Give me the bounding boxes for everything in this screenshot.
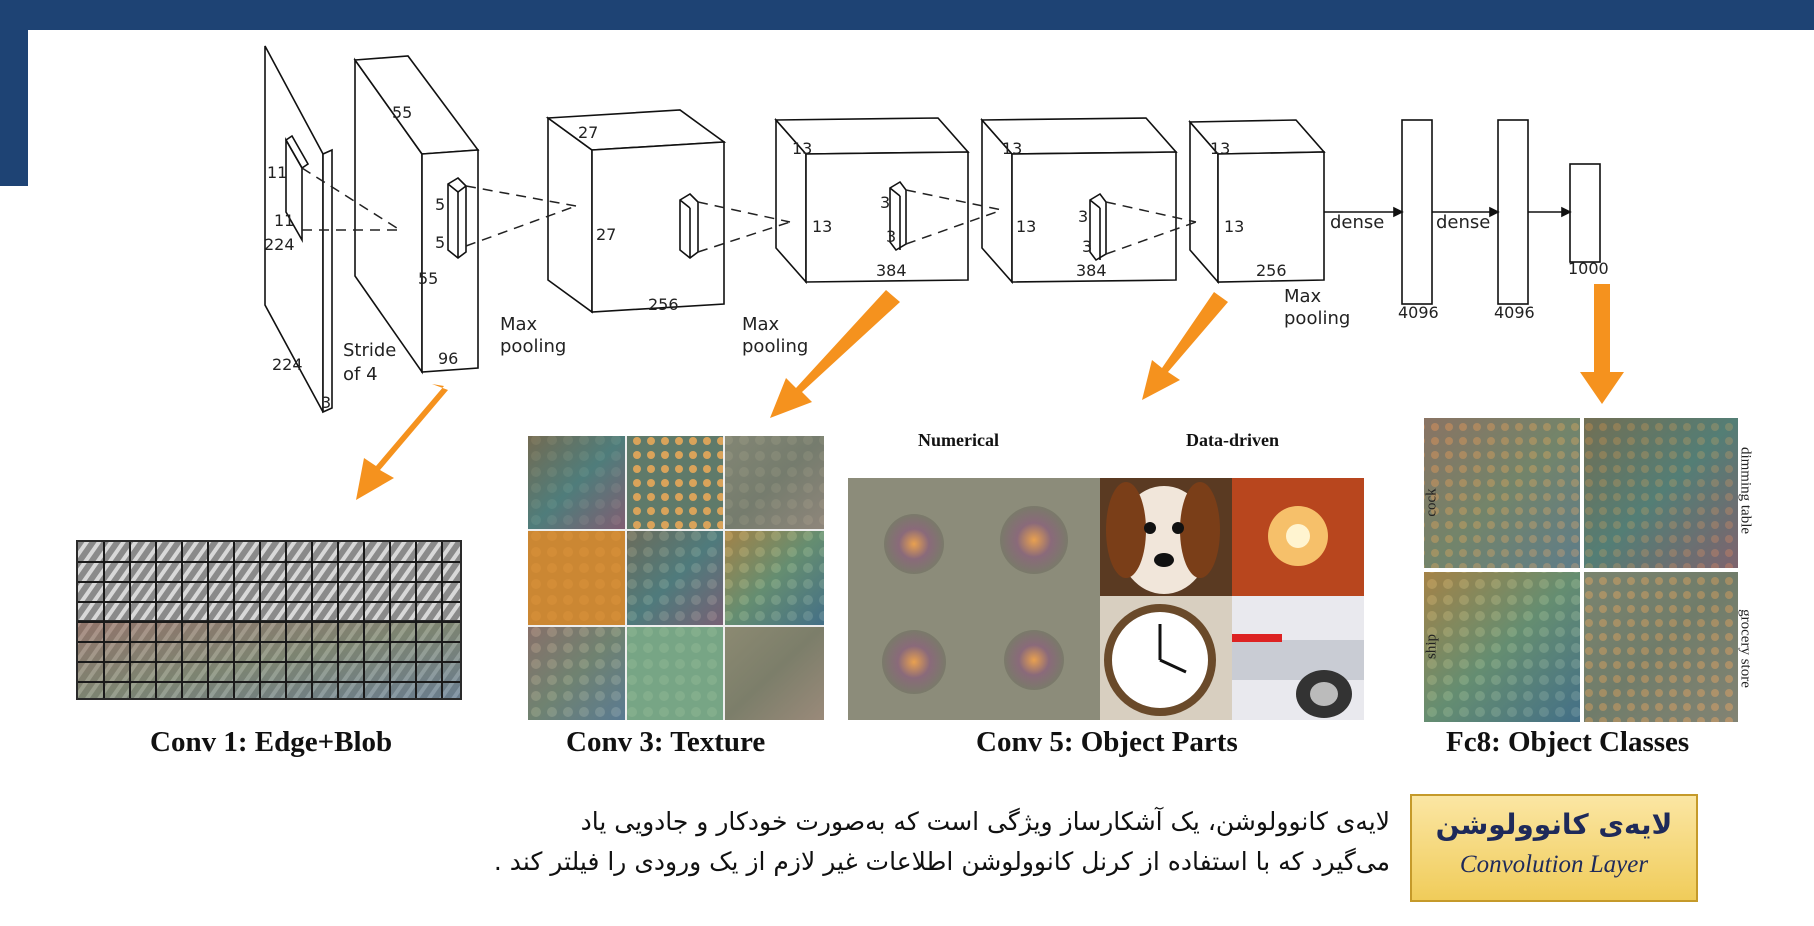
fc8-label-grocery-store: grocery store [1737,609,1754,688]
layer-note: Max [742,314,780,335]
conv5-header-numerical: Numerical [918,430,999,450]
layer-conv5 [1188,119,1326,285]
layer-note: pooling [742,336,808,357]
dim-label: 27 [596,225,616,244]
layer-conv3 [774,117,970,285]
dim-label: 384 [876,261,907,280]
fc8-label-cock: cock [1423,488,1440,517]
dim-label: 55 [392,103,412,122]
conv1-filter-grid [76,540,462,700]
layer-conv1 [353,55,480,375]
dim-label: 11 [274,211,294,230]
fc8-caption: Fc8: Object Classes [1446,726,1690,758]
layer-note: Max [500,314,538,335]
kernel-projections [301,167,1197,255]
section-title-box: لایه‌ی کانوولوشن Convolution Layer [1410,794,1698,902]
dim-label: 13 [812,217,832,236]
conv1-caption: Conv 1: Edge+Blob [150,726,393,758]
description-text: لایه‌ی کانوولوشن، یک آشکارساز ویژگی است … [90,802,1390,882]
layer-note: pooling [500,336,566,357]
dim-label: 4096 [1398,303,1439,322]
dim-label: 224 [272,355,303,374]
layer-note: Max [1284,286,1322,307]
dim-label: 55 [418,269,438,288]
dim-label: 5 [435,195,445,214]
fc8-label-dimming-table: dimming table [1737,446,1754,535]
layer-note: of 4 [343,364,378,385]
dim-label: 3 [321,393,331,412]
conv5-parts-grid [848,478,1364,720]
description-line: می‌گیرد که با استفاده از کرنل کانوولوشن … [493,847,1390,876]
dim-label: 13 [792,139,812,158]
title-persian: لایه‌ی کانوولوشن [1435,808,1673,841]
dim-label: 13 [1016,217,1036,236]
layer-note: Stride [343,340,396,361]
conv5-caption: Conv 5: Object Parts [976,726,1238,758]
conv5-header-data-driven: Data-driven [1186,430,1279,450]
dim-label: 27 [578,123,598,142]
dim-label: 11 [267,163,287,182]
layer-conv4 [980,117,1178,285]
dense-label: dense [1436,212,1490,233]
dim-label: 384 [1076,261,1107,280]
description-line: لایه‌ی کانوولوشن، یک آشکارساز ویژگی است … [580,807,1390,836]
dim-label: 1000 [1568,259,1609,278]
dim-label: 224 [264,235,295,254]
dim-label: 4096 [1494,303,1535,322]
dim-label: 96 [438,349,458,368]
orange-arrows [356,284,1624,500]
dense-connectors [1324,206,1572,218]
dim-label: 3 [1082,237,1092,256]
layer-conv2 [545,109,727,314]
layer-input [264,45,333,414]
dim-label: 256 [648,295,679,314]
dense-label: dense [1330,212,1384,233]
dim-label: 256 [1256,261,1287,280]
dim-label: 3 [886,227,896,246]
fc8-label-ship: ship [1423,634,1440,660]
conv3-texture-grid [528,436,824,720]
conv3-caption: Conv 3: Texture [566,726,766,758]
dim-label: 13 [1224,217,1244,236]
fc8-class-grid [1424,418,1738,722]
layer-note: pooling [1284,308,1350,329]
dim-label: 3 [1078,207,1088,226]
dim-label: 13 [1002,139,1022,158]
dim-label: 3 [880,193,890,212]
title-english: Convolution Layer [1459,851,1649,878]
dim-label: 13 [1210,139,1230,158]
dim-label: 5 [435,233,445,252]
dense-layers [1401,119,1601,305]
